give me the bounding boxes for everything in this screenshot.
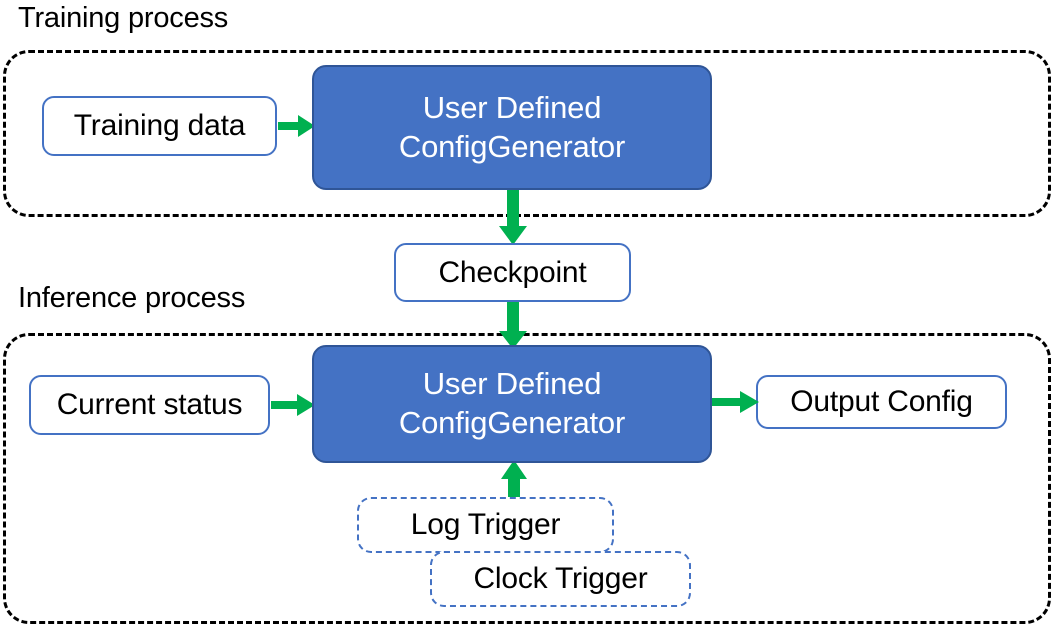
node-inference-config-generator-text: User Defined ConfigGenerator [399,365,625,443]
training-process-group [3,50,1051,217]
node-training-data[interactable]: Training data [42,96,277,156]
section-label-training: Training process [18,2,229,34]
node-training-config-generator-text: User Defined ConfigGenerator [399,89,625,167]
arrow-config-generator-to-checkpoint [498,188,528,246]
node-clock-trigger[interactable]: Clock Trigger [430,551,691,607]
node-log-trigger[interactable]: Log Trigger [357,497,614,553]
node-inference-config-generator[interactable]: User Defined ConfigGenerator [312,345,712,463]
arrow-checkpoint-to-inference-config-generator [498,300,528,350]
node-training-config-generator-line1: User Defined [422,89,602,125]
node-training-data-label: Training data [73,109,246,143]
arrow-training-data-to-config-generator [278,111,316,141]
inference-process-group [3,333,1051,624]
node-inference-config-generator-line1: User Defined [422,366,602,402]
section-label-inference: Inference process [18,282,246,314]
node-inference-config-generator-line2: ConfigGenerator [398,405,626,440]
arrow-inference-config-generator-to-output-config [710,387,760,417]
node-training-config-generator-line2: ConfigGenerator [398,128,626,164]
node-clock-trigger-label: Clock Trigger [473,562,648,596]
node-checkpoint-label: Checkpoint [438,255,587,289]
node-output-config-label: Output Config [790,385,973,419]
node-checkpoint[interactable]: Checkpoint [394,243,631,302]
node-training-config-generator[interactable]: User Defined ConfigGenerator [312,65,712,190]
node-current-status[interactable]: Current status [29,375,270,435]
node-current-status-label: Current status [56,388,243,422]
node-log-trigger-label: Log Trigger [410,508,561,542]
node-output-config[interactable]: Output Config [756,375,1007,429]
arrow-current-status-to-inference-config-generator [271,390,316,420]
arrow-triggers-to-inference-config-generator [500,460,528,510]
